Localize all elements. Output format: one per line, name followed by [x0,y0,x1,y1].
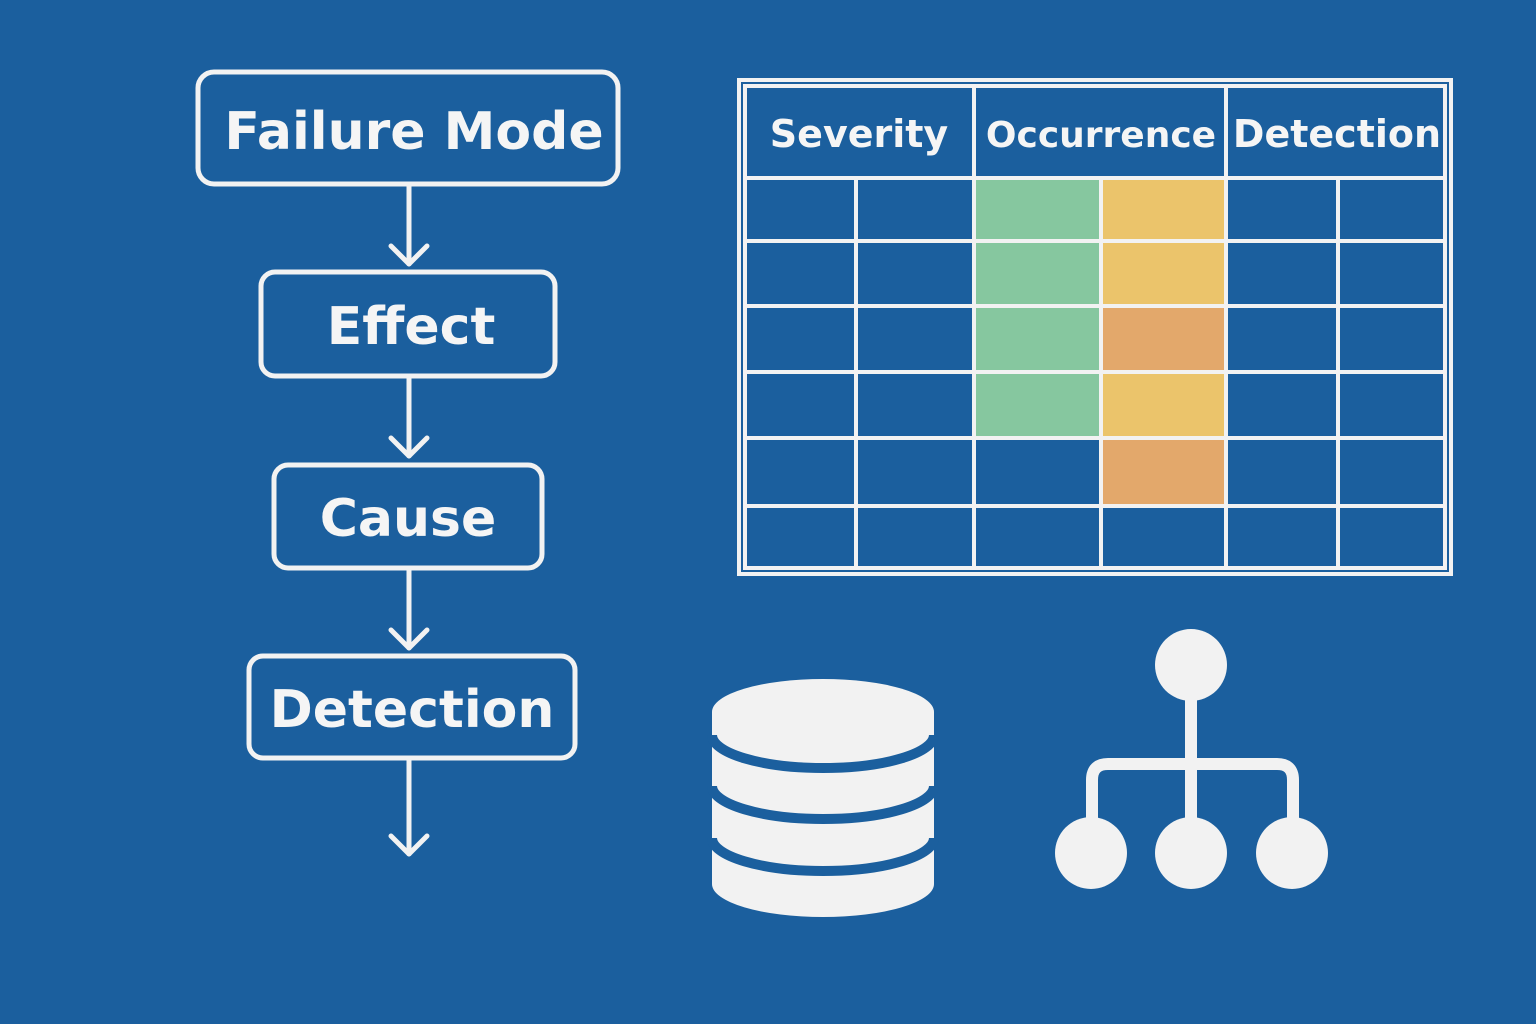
flow-chart: Failure Mode Effect Cause Detection [195,69,621,857]
highlight-cell [1101,241,1227,306]
database-icon [707,679,939,917]
highlight-cell [1101,438,1227,506]
fmea-table: Severity Occurrence Detection [737,78,1453,576]
flow-connector-2 [388,375,430,459]
table-header-occurrence: Occurrence [986,115,1216,156]
highlight-cell [975,372,1101,438]
flow-step-label: Cause [320,489,497,549]
highlight-cell [1101,372,1227,438]
flow-step-cause: Cause [271,462,545,571]
highlight-cell [975,306,1101,372]
highlight-cell [975,178,1101,241]
hierarchy-icon [1055,629,1328,889]
table-grid [737,78,1453,576]
flow-step-label: Failure Mode [224,102,603,162]
flow-connector-1 [388,183,430,267]
table-header-severity: Severity [770,112,949,156]
flow-step-detection: Detection [246,653,578,761]
highlight-cell [1101,178,1227,241]
table-header-detection: Detection [1233,112,1441,156]
flow-step-label: Effect [327,297,496,357]
flow-step-failure-mode: Failure Mode [195,69,621,187]
highlight-cell [1101,306,1227,372]
occurrence-highlights [975,178,1227,506]
flow-connector-3 [388,567,430,651]
flow-connector-4 [388,757,430,857]
flow-step-label: Detection [270,680,555,740]
flow-step-effect: Effect [258,269,558,379]
highlight-cell [975,241,1101,306]
